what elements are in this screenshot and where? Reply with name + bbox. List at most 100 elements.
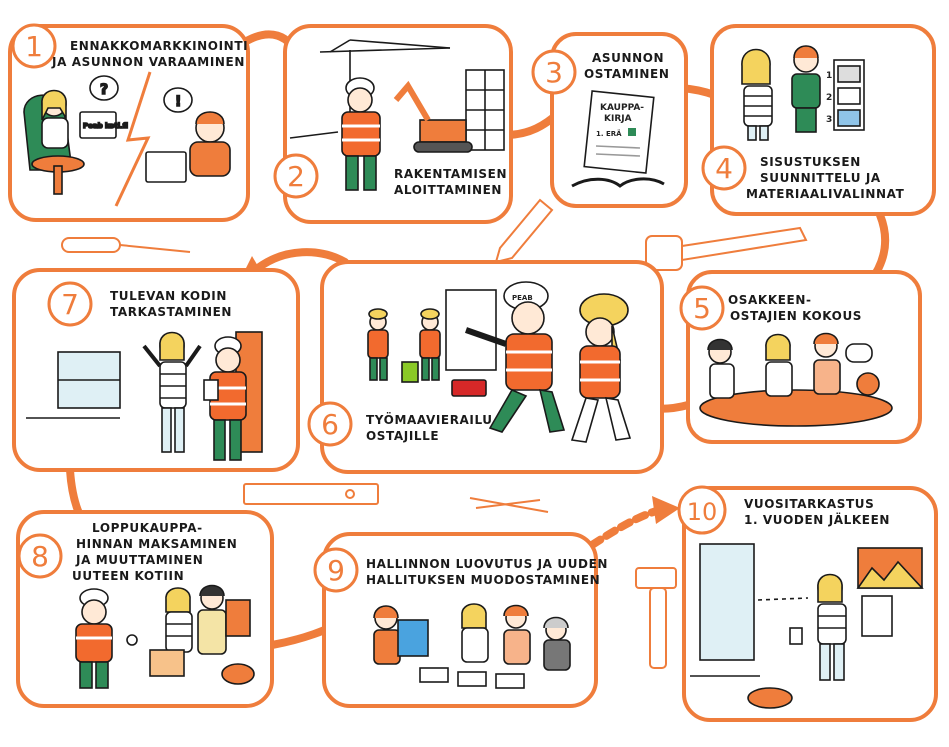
step-badge-1 — [11, 23, 57, 69]
step-4-label-line-3: MATERIAALIVALINNAT — [746, 187, 905, 201]
lightning-divider — [114, 71, 152, 207]
step-badge-8 — [17, 533, 63, 579]
step-number-6: 6 — [321, 408, 339, 441]
checklist-icon — [861, 595, 893, 637]
panel-2-frame — [283, 24, 513, 224]
swatch-label-2: 2 — [826, 93, 832, 103]
screwdriver-icon — [61, 237, 191, 253]
step-number-1: 1 — [25, 30, 43, 63]
step-badge-2 — [273, 153, 319, 199]
contract-line-text: 1. ERÄ — [596, 129, 622, 138]
panel-7-illustration — [26, 331, 263, 461]
step-number-5: 5 — [693, 292, 711, 325]
step-2-label-line-2: ALOITTAMINEN — [394, 183, 502, 197]
step-5-label-line-1: OSAKKEEN- — [728, 293, 812, 307]
panel-3-illustration: KAUPPA- KIRJA 1. ERÄ — [571, 90, 665, 188]
step-6-label-line-2: OSTAJILLE — [366, 429, 439, 443]
contract-document — [583, 90, 655, 174]
moving-box-icon — [149, 649, 185, 677]
step-badge-10 — [677, 485, 727, 535]
binder-icon — [397, 619, 429, 657]
step-number-3: 3 — [545, 56, 563, 89]
question-bubble — [89, 75, 119, 101]
step-number-10: 10 — [687, 498, 718, 526]
contract-title-1: KAUPPA- — [600, 103, 644, 113]
step-3-label-line-1: ASUNNON — [592, 51, 664, 65]
step-9-label-line-1: HALLINNON LUOVUTUS JA UUDEN — [366, 557, 608, 571]
guide-worker-figure: PEAB — [465, 281, 566, 433]
panel-9-illustration — [373, 603, 571, 689]
step-9-label-line-2: HALLITUKSEN MUODOSTAMINEN — [366, 573, 600, 587]
step-number-7: 7 — [61, 288, 79, 321]
clipboard-icon — [203, 379, 219, 401]
hammer-icon — [635, 567, 677, 669]
step-8-label-line-4: UUTEEN KOTIIN — [72, 569, 184, 583]
step-number-2: 2 — [287, 160, 305, 193]
bone-thought-bubble — [845, 343, 873, 363]
step-7-label-line-1: TULEVAN KODIN — [110, 289, 227, 303]
painter-figures — [367, 308, 441, 381]
laptop-icon — [79, 111, 117, 139]
fence-line — [289, 131, 339, 139]
panel-2-illustration — [289, 39, 505, 191]
wall-socket-icon — [789, 627, 803, 645]
panel-4-illustration: 1 2 3 — [741, 45, 865, 141]
question-mark-text: ? — [100, 82, 108, 98]
step-1-label-line-2: JA ASUNNON VARAAMINEN — [51, 55, 245, 69]
excavator-icon — [393, 80, 473, 153]
step-badge-6 — [307, 401, 353, 447]
swatch-label-3: 3 — [826, 115, 832, 125]
contract-title-2: KIRJA — [604, 114, 632, 124]
step-number-4: 4 — [715, 152, 733, 185]
spirit-level-icon — [243, 483, 379, 505]
panel-6-illustration: PEAB — [367, 281, 632, 443]
visitor-figure — [570, 293, 632, 443]
handshake-icon — [571, 177, 665, 188]
meeting-table — [699, 389, 893, 427]
step-4-label-line-1: SISUSTUKSEN — [760, 155, 861, 169]
agent-laptop-icon — [145, 151, 187, 183]
step-6-label-line-1: TYÖMAAVIERAILU — [366, 412, 493, 427]
step-badge-4 — [701, 145, 747, 191]
paint-bucket-icon — [401, 361, 419, 383]
papers-on-table — [419, 667, 525, 689]
exclaim-mark-text: ! — [175, 94, 181, 110]
toolbox-icon — [451, 379, 487, 397]
panel-8-illustration — [75, 584, 255, 689]
step-badge-3 — [531, 49, 577, 95]
agent-shirt — [189, 141, 231, 177]
step-5-label-line-2: OSTAJIEN KOKOUS — [730, 309, 862, 323]
arrow-9-to-10-dashed — [588, 506, 664, 549]
step-badge-5 — [679, 285, 725, 331]
step-8-label-line-2: HINNAN MAKSAMINEN — [76, 537, 237, 551]
laptop-screen-text: Peab koti.fi — [83, 122, 128, 130]
step-number-8: 8 — [31, 540, 49, 573]
step-7-label-line-2: TARKASTAMINEN — [110, 305, 232, 319]
step-4-label-line-2: SUUNNITTELU JA — [760, 171, 881, 185]
step-badge-7 — [47, 281, 93, 327]
sleeping-dog-icon — [747, 687, 793, 709]
step-2-label-line-1: RAKENTAMISEN — [394, 167, 507, 181]
step-badge-9 — [313, 547, 359, 593]
step-10-label-line-2: 1. VUODEN JÄLKEEN — [744, 512, 890, 527]
pencil-icon — [494, 198, 554, 264]
step-8-label-line-1: LOPPUKAUPPA- — [92, 521, 203, 535]
step-8-label-line-3: JA MUUTTAMINEN — [75, 553, 203, 567]
panel-5-illustration — [699, 332, 893, 427]
swatch-label-1: 1 — [826, 71, 832, 81]
dog-icon — [856, 372, 880, 396]
tape-measure-icon — [645, 226, 808, 271]
moving-box-icon-2 — [225, 599, 251, 637]
woman-shirt — [41, 117, 69, 149]
keys-icon — [126, 634, 138, 646]
panel-1-illustration: Peab koti.fi ? ! — [23, 71, 231, 207]
step-number-9: 9 — [327, 554, 345, 587]
step-3-label-line-2: OSTAMINEN — [584, 67, 669, 81]
apartment-window — [699, 543, 755, 661]
woman-hair — [41, 89, 67, 121]
nails-icon — [469, 497, 549, 513]
decorative-tools — [61, 198, 808, 669]
panel-10-illustration — [690, 543, 924, 709]
arrow-9-to-10-head — [652, 496, 680, 524]
